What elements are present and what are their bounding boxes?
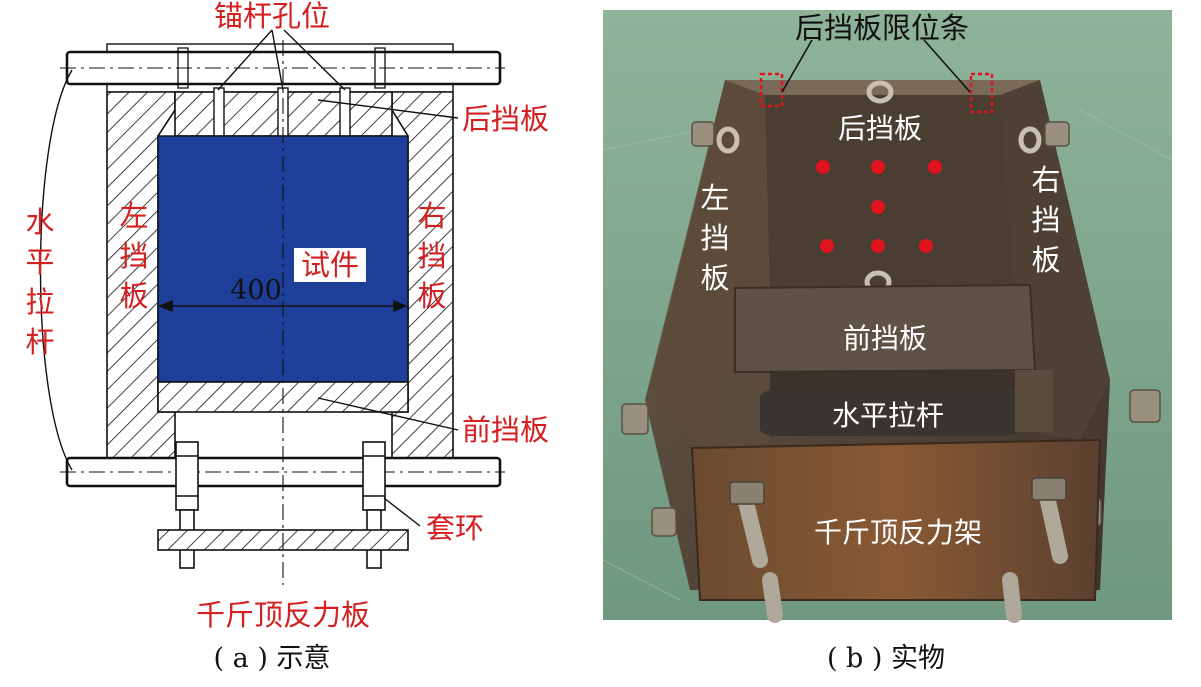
label-jack-reaction-plate: 千斤顶反力板 — [196, 598, 370, 632]
horizontal-rod-photo — [755, 390, 1025, 436]
top-nuts — [177, 47, 386, 89]
anchor-point — [820, 239, 834, 253]
specimen-label-bg — [294, 248, 366, 282]
label-right-plate: 右挡板 — [417, 199, 446, 313]
anchor-points — [816, 160, 942, 253]
label-anchor-holes: 锚杆孔位 — [214, 0, 330, 33]
photo-b: 后挡板限位条 后挡板 左挡板 右挡板 前挡板 水平拉杆 千斤顶反力架 ( b )… — [602, 10, 1173, 674]
anchor-point — [871, 160, 885, 174]
collar-bolts — [175, 441, 386, 569]
label-back-plate-stop: 后挡板限位条 — [795, 11, 969, 45]
leader-lines — [39, 29, 459, 527]
label-photo-horizontal-rod: 水平拉杆 — [832, 399, 944, 432]
label-photo-back-plate: 后挡板 — [838, 112, 922, 145]
dimension-label: 400 — [230, 275, 282, 306]
jack-reaction-frame-photo — [690, 438, 1102, 601]
schematic-a: 400 锚杆孔位 后挡板 前挡板 套环 千斤顶反力板 水平拉杆 左挡板 右挡板 … — [25, 0, 549, 674]
top-rim — [725, 80, 1040, 95]
anchor-point — [928, 160, 942, 174]
anchor-point — [871, 239, 885, 253]
label-front-plate: 前挡板 — [462, 413, 549, 447]
label-back-plate: 后挡板 — [462, 102, 549, 136]
label-left-plate: 左挡板 — [119, 199, 148, 313]
caption-a: ( a ) 示意 — [214, 643, 331, 674]
label-photo-left-plate: 左挡板 — [700, 181, 729, 295]
anchor-point — [816, 160, 830, 174]
stop-leaders — [781, 39, 971, 93]
label-collar: 套环 — [426, 511, 484, 545]
threaded-rods — [737, 484, 1068, 623]
label-horizontal-rod: 水平拉杆 — [25, 205, 54, 359]
rod-nuts — [729, 477, 1067, 505]
anchor-point — [871, 200, 885, 214]
dimension-line — [158, 299, 408, 313]
label-specimen: 试件 — [301, 248, 359, 282]
label-photo-jack-frame: 千斤顶反力架 — [814, 516, 982, 549]
caption-b: ( b ) 实物 — [827, 643, 945, 674]
stop-strip-boxes — [759, 72, 994, 114]
label-photo-right-plate: 右挡板 — [1031, 163, 1060, 277]
label-photo-front-plate: 前挡板 — [843, 322, 927, 355]
anchor-point — [919, 239, 933, 253]
